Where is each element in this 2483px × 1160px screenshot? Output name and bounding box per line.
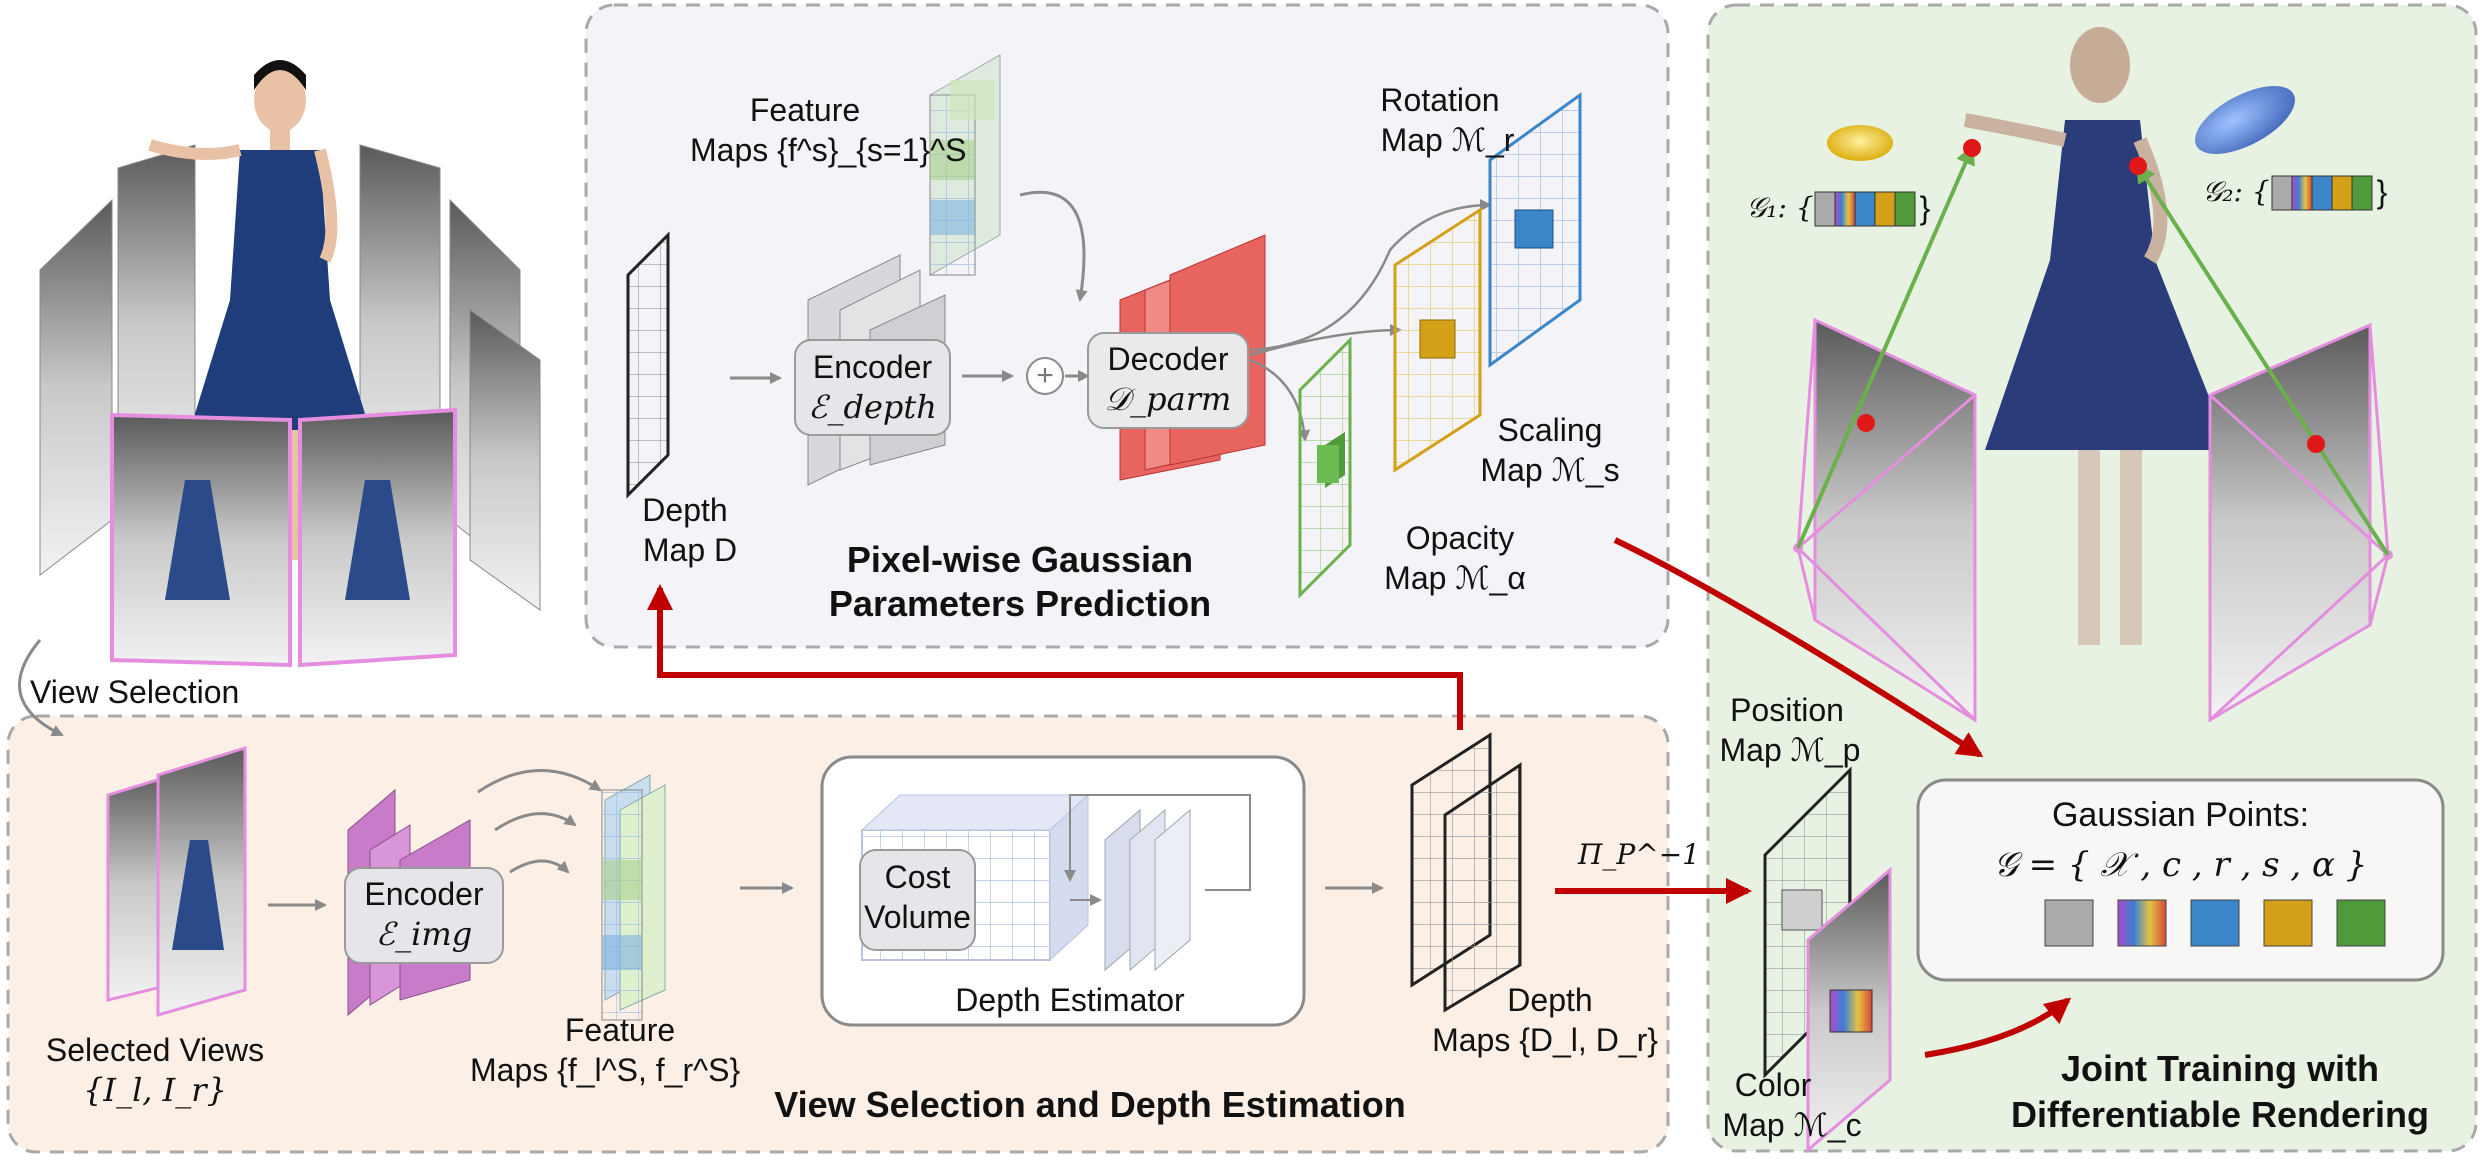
scaling-map — [1393, 207, 1482, 473]
cost-volume-box — [859, 849, 976, 951]
plus-node — [1026, 357, 1064, 395]
view-selection-arrow — [18, 639, 64, 737]
view-selection-label: View Selection — [30, 674, 240, 710]
top-panel-title-1: Pixel-wise Gaussian — [846, 539, 1194, 580]
capture-views-ring — [39, 60, 541, 668]
ray-points — [1857, 139, 2325, 453]
gaussian-points-label: Gaussian Points: — [2051, 796, 2310, 834]
feature-maps-bottom-label: Feature — [564, 1012, 676, 1048]
gaussian-points-box — [1916, 778, 2445, 982]
green-rays — [1796, 144, 2390, 557]
image-encoder-block — [344, 788, 504, 1017]
feature-maps-bottom — [601, 774, 666, 1021]
opacity-map — [1298, 336, 1352, 599]
depth-estimator-module — [820, 755, 1306, 1027]
camera-frustum-right — [2208, 322, 2393, 723]
g2-close-brace: } — [2376, 174, 2388, 210]
g2-attribute-bar — [2271, 175, 2373, 211]
unproject-label: Π_P^−1 — [1578, 838, 1700, 871]
depth-maps-label-2: Maps {D_l, D_r} — [1432, 1022, 1658, 1058]
feature-maps-top-label-1: Feature — [749, 92, 861, 128]
color-map-label-2: Map ℳ_c — [1722, 1107, 1862, 1143]
top-panel-title-2: Parameters Prediction — [828, 583, 1212, 624]
opacity-map-label-1: Opacity — [1405, 520, 1515, 556]
right-panel-title-1: Joint Training with — [2061, 1048, 2379, 1089]
cost-volume-label-1: Cost — [884, 859, 951, 895]
depth-maps-pair — [1410, 732, 1522, 1013]
encoder-depth-box — [794, 339, 951, 436]
decoder-symbol: 𝒟_parm — [1104, 380, 1232, 418]
cost-volume-label-2: Volume — [864, 899, 971, 935]
decoder-box — [1087, 332, 1249, 429]
encoder-depth-symbol: ℰ_depth — [808, 388, 937, 426]
position-map-label-1: Position — [1730, 692, 1844, 728]
selected-views-label: Selected Views — [45, 1032, 265, 1068]
bottom-panel-title: View Selection and Depth Estimation — [774, 1084, 1406, 1125]
encoder-depth-label: Encoder — [812, 349, 933, 385]
feature-maps-bottom-math: Maps {f_l^S, f_r^S} — [470, 1052, 741, 1088]
encoder-img-label: Encoder — [364, 876, 484, 912]
rotation-map-label-1: Rotation — [1380, 82, 1500, 118]
g1-close-brace: } — [1919, 190, 1931, 226]
rotation-map — [1488, 92, 1582, 368]
encoder-img-symbol: ℰ_img — [375, 915, 473, 953]
red-arrow-depth-to-top — [647, 584, 1463, 730]
gaussian-formula: 𝒢 = { 𝒳 , c , r , s , α } — [1993, 845, 2368, 885]
selected-views-math: {I_l, I_r} — [83, 1071, 227, 1109]
depth-map-D — [626, 231, 670, 499]
gaussian-avatar — [1963, 27, 2230, 645]
encoder-img-box — [344, 867, 504, 964]
position-map-label-2: Map ℳ_p — [1719, 732, 1861, 768]
decoder-block — [1087, 234, 1266, 481]
depth-encoder-block — [794, 254, 951, 486]
gaussian-2-shape — [2195, 86, 2295, 154]
opacity-map-label-2: Map ℳ_α — [1384, 560, 1526, 596]
depth-maps-label-1: Depth — [1507, 982, 1593, 1018]
plus-label: + — [1036, 359, 1054, 392]
gaussian-1-shape — [1827, 125, 1893, 161]
g1-attribute-bar — [1814, 191, 1916, 227]
scaling-map-label-1: Scaling — [1497, 412, 1603, 448]
depth-map-label-1: Depth — [642, 492, 728, 528]
decoder-label: Decoder — [1107, 341, 1229, 377]
color-map — [1806, 866, 1892, 1154]
encoder-to-features-arrows — [477, 769, 602, 874]
feature-maps-top-label-2: Maps {f^s}_{s=1}^S — [690, 132, 967, 168]
selected-views-pair — [106, 745, 247, 1017]
g2-label: 𝒢₂: { — [2202, 175, 2270, 208]
rotation-map-label-2: Map ℳ_r — [1380, 122, 1515, 158]
depth-estimator-label: Depth Estimator — [955, 982, 1185, 1018]
feature-maps-top — [929, 54, 1001, 276]
red-arrow-params-to-gaussians — [1613, 537, 1984, 758]
color-map-label-1: Color — [1734, 1067, 1812, 1103]
scaling-map-label-2: Map ℳ_s — [1480, 452, 1620, 488]
g1-label: 𝒢₁: { — [1746, 191, 1814, 224]
red-arrow-to-training — [1924, 997, 2072, 1058]
right-panel-title-2: Differentiable Rendering — [2010, 1094, 2430, 1135]
depth-map-label-2: Map D — [642, 532, 738, 568]
